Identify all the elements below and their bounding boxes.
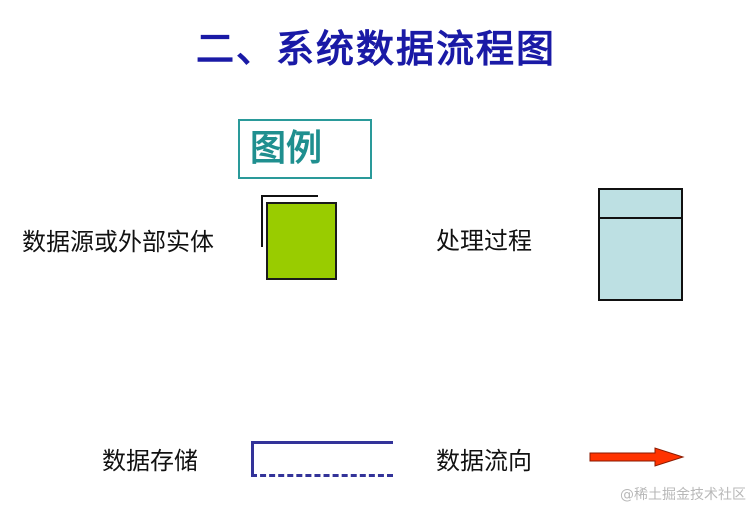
external-entity-symbol — [266, 202, 337, 280]
legend-heading: 图例 — [250, 128, 323, 169]
data-store-symbol — [251, 441, 393, 477]
data-flow-arrow-icon — [589, 447, 685, 467]
legend-label-data-flow: 数据流向 — [436, 447, 532, 475]
legend-label-data-store: 数据存储 — [102, 447, 198, 475]
process-symbol — [598, 188, 683, 301]
legend-label-process: 处理过程 — [436, 227, 532, 255]
legend-label-external-entity: 数据源或外部实体 — [22, 228, 214, 256]
watermark: @稀土掘金技术社区 — [620, 487, 746, 503]
process-divider — [600, 217, 681, 219]
legend-heading-box: 图例 — [238, 119, 372, 179]
page-title: 二、系统数据流程图 — [195, 27, 556, 71]
external-entity-shadow — [261, 195, 318, 247]
